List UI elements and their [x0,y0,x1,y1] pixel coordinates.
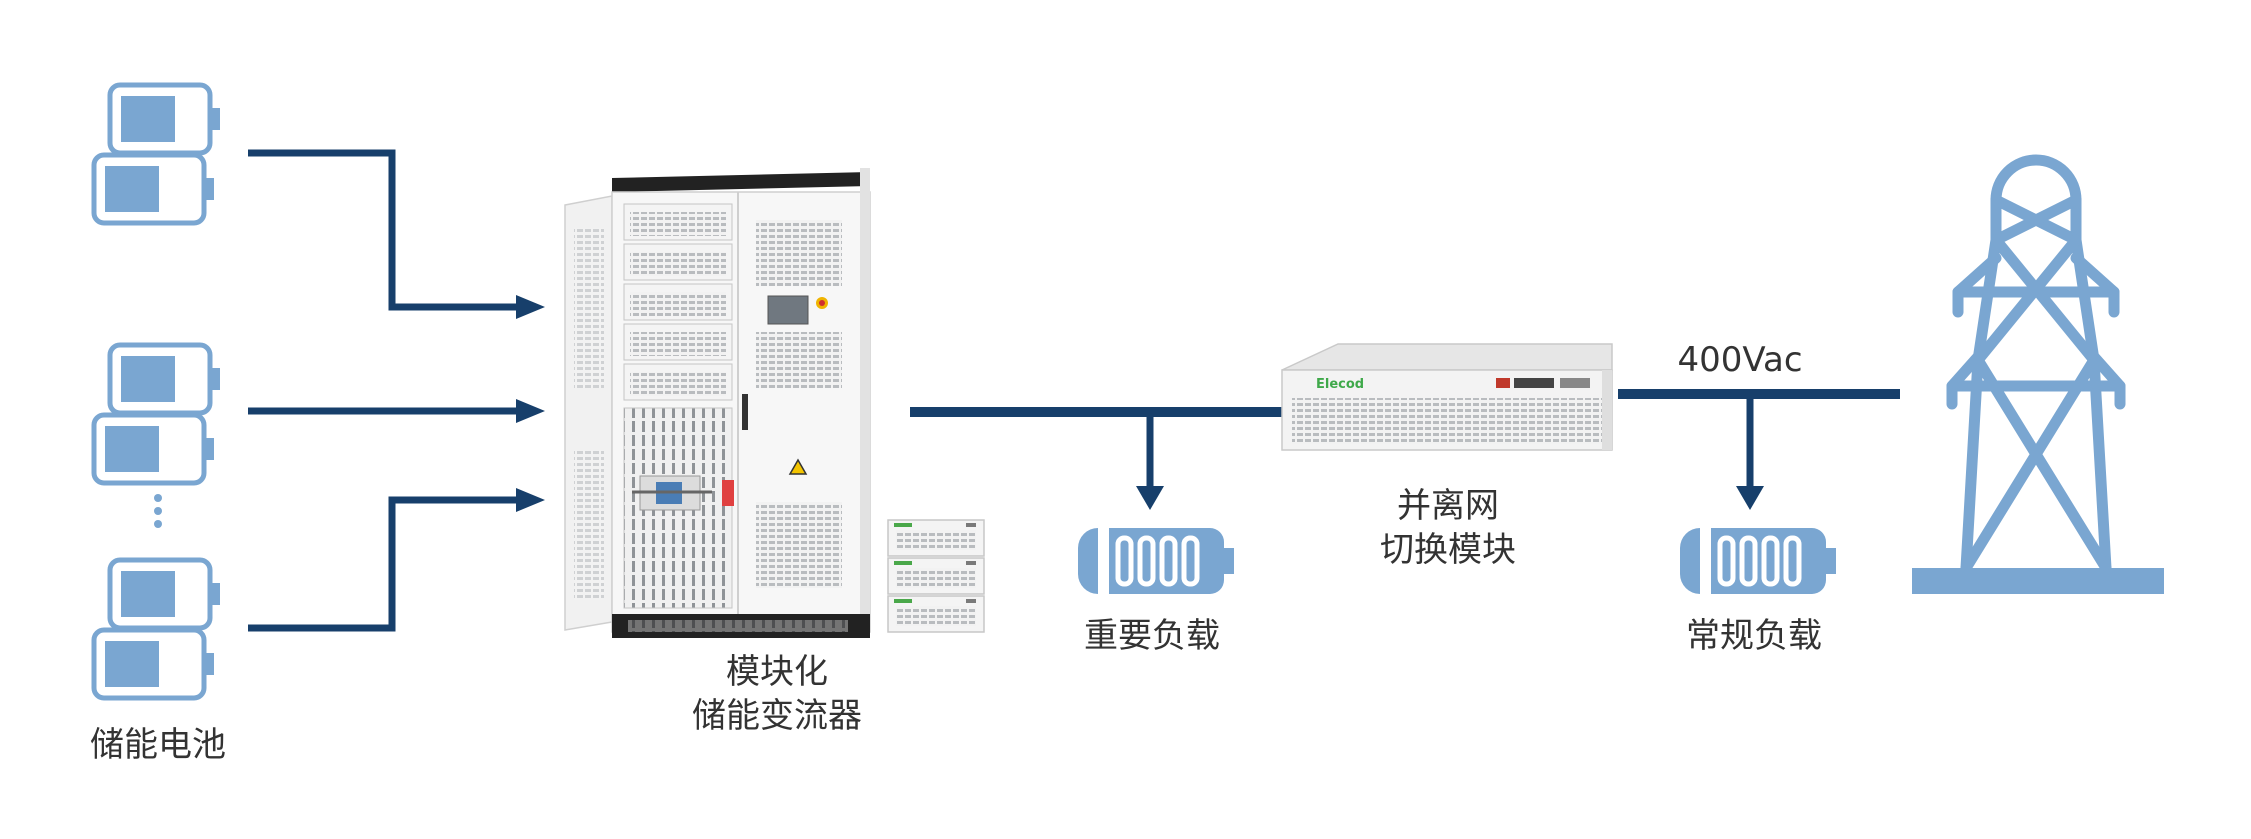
arrow-head [1736,486,1764,510]
battery-icon [94,560,220,698]
switch-module: Elecod [1281,343,1613,451]
normal-load-label: 常规负载 [1686,616,1822,656]
battery-icon [94,85,220,223]
battery-line-1 [248,149,518,311]
voltage-label: 400Vac [1677,340,1803,380]
pcs-label-line1: 模块化 [726,652,828,692]
switch-label-line2: 切换模块 [1380,530,1516,570]
pcs-modules-stack [887,519,985,633]
pcs-cabinet [564,168,871,638]
battery-label: 储能电池 [90,725,226,765]
critical-load-label: 重要负载 [1084,616,1220,656]
load-icon [1680,528,1836,594]
battery-icon [94,345,220,483]
svg-text:Elecod: Elecod [1316,377,1364,392]
arrow-head [1136,486,1164,510]
arrow-head [516,399,545,423]
battery-line-3 [248,496,518,632]
battery-arrows [516,295,545,512]
tower-base [1912,568,2164,594]
battery-connections [248,149,518,632]
grid-line [1618,389,1900,490]
switch-label-line1: 并离网 [1397,486,1499,526]
pcs-label-line2: 储能变流器 [692,696,862,736]
ellipsis-dots [154,494,162,528]
arrow-head [516,295,545,319]
ac-bus [910,407,1282,490]
transmission-tower-icon [1946,154,2126,574]
arrow-head [516,488,545,512]
load-icon [1078,528,1234,594]
